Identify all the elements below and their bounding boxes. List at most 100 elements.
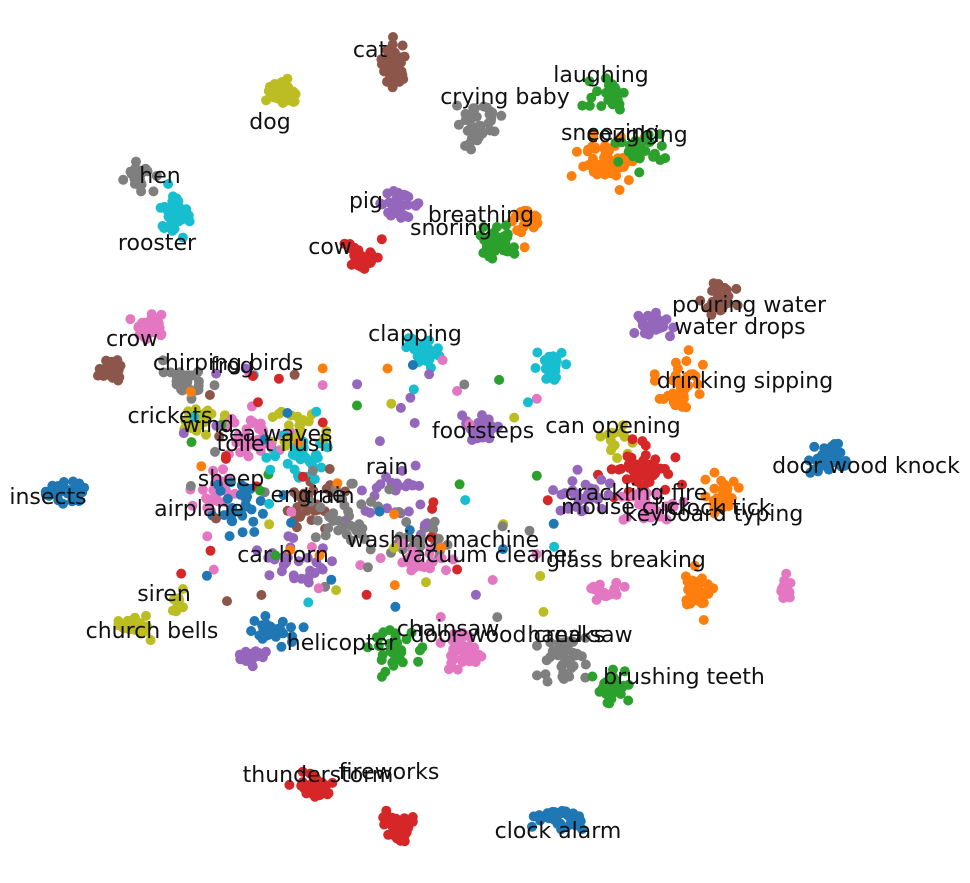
scatter-point bbox=[265, 464, 276, 475]
scatter-point bbox=[270, 451, 281, 462]
scatter-point bbox=[349, 522, 360, 533]
scatter-point bbox=[341, 529, 352, 540]
scatter-point bbox=[374, 436, 385, 447]
scatter-point bbox=[689, 560, 700, 571]
scatter-point bbox=[654, 129, 665, 140]
scatter-point bbox=[246, 626, 257, 636]
scatter-point bbox=[649, 369, 660, 380]
scatter-point bbox=[640, 450, 651, 461]
scatter-point bbox=[549, 541, 560, 552]
scatter-point bbox=[317, 363, 328, 374]
scatter-point bbox=[535, 815, 546, 826]
scatter-point bbox=[303, 416, 314, 427]
scatter-point bbox=[709, 467, 720, 478]
cluster-label: chirping birds bbox=[153, 351, 303, 376]
scatter-point bbox=[255, 485, 266, 496]
scatter-point bbox=[548, 518, 559, 529]
scatter-point bbox=[222, 493, 233, 504]
scatter-point bbox=[395, 402, 406, 413]
scatter-point bbox=[555, 505, 566, 516]
scatter-point bbox=[484, 251, 495, 262]
scatter-point bbox=[249, 527, 260, 537]
scatter-point bbox=[187, 500, 198, 511]
scatter-point bbox=[567, 476, 578, 487]
scatter-point bbox=[485, 420, 496, 431]
scatter-point bbox=[313, 583, 324, 594]
cluster-label: crickets bbox=[128, 404, 213, 429]
scatter-point bbox=[293, 556, 304, 567]
scatter-point bbox=[599, 141, 610, 152]
scatter-point bbox=[651, 489, 662, 500]
scatter-point bbox=[640, 146, 651, 156]
scatter-point bbox=[397, 657, 408, 668]
scatter-point bbox=[475, 120, 486, 131]
scatter-point bbox=[316, 462, 327, 473]
scatter-point bbox=[595, 431, 606, 442]
scatter-point bbox=[785, 578, 796, 588]
cluster-label: cat bbox=[353, 38, 388, 63]
scatter-point bbox=[527, 821, 537, 832]
scatter-point bbox=[424, 354, 435, 365]
scatter-point bbox=[623, 175, 634, 186]
scatter-point bbox=[204, 494, 215, 505]
scatter-point bbox=[655, 463, 666, 474]
scatter-point bbox=[549, 807, 560, 818]
scatter-point bbox=[148, 186, 159, 197]
cluster-label: snoring bbox=[410, 216, 492, 241]
scatter-point bbox=[389, 542, 400, 553]
scatter-point bbox=[398, 189, 409, 200]
scatter-point bbox=[550, 361, 561, 371]
scatter-point bbox=[252, 651, 263, 662]
scatter-point bbox=[651, 307, 661, 318]
scatter-point bbox=[409, 550, 420, 561]
scatter-point bbox=[607, 427, 618, 438]
scatter-point bbox=[173, 216, 184, 227]
scatter-point bbox=[71, 481, 82, 492]
scatter-point bbox=[604, 80, 615, 91]
cluster-label: crackling fire bbox=[565, 481, 708, 506]
scatter-point bbox=[282, 433, 293, 444]
cluster-label: coughing bbox=[586, 123, 687, 148]
scatter-point bbox=[264, 498, 275, 509]
scatter-point bbox=[177, 232, 188, 243]
scatter-point bbox=[425, 557, 436, 568]
scatter-point bbox=[292, 411, 303, 422]
scatter-point bbox=[225, 477, 236, 488]
cluster-label: clapping bbox=[368, 322, 462, 347]
scatter-point bbox=[446, 658, 457, 668]
scatter-point bbox=[318, 433, 329, 444]
scatter-point bbox=[290, 89, 301, 100]
scatter-point bbox=[419, 519, 430, 530]
scatter-point bbox=[201, 429, 211, 440]
scatter-point bbox=[240, 646, 251, 657]
scatter-point bbox=[674, 380, 685, 390]
scatter-point bbox=[260, 611, 271, 621]
scatter-point bbox=[685, 598, 696, 609]
scatter-point bbox=[399, 51, 410, 62]
scatter-point bbox=[205, 545, 216, 556]
scatter-point bbox=[410, 460, 421, 471]
scatter-point bbox=[631, 459, 642, 470]
scatter-point bbox=[487, 575, 498, 585]
scatter-point bbox=[196, 461, 207, 472]
scatter-point bbox=[53, 481, 64, 491]
scatter-point bbox=[375, 553, 386, 564]
scatter-point bbox=[542, 495, 553, 506]
scatter-point bbox=[621, 512, 632, 523]
scatter-point bbox=[358, 257, 369, 268]
scatter-point bbox=[197, 484, 208, 495]
scatter-point bbox=[622, 451, 633, 462]
scatter-point bbox=[697, 359, 708, 370]
scatter-point bbox=[412, 351, 423, 362]
scatter-point bbox=[552, 818, 563, 829]
scatter-point bbox=[453, 119, 464, 130]
scatter-point bbox=[211, 513, 221, 524]
scatter-point bbox=[213, 479, 223, 490]
scatter-point bbox=[317, 564, 328, 575]
scatter-point bbox=[94, 363, 105, 374]
scatter-point bbox=[623, 146, 634, 157]
scatter-point bbox=[378, 812, 389, 823]
scatter-point bbox=[211, 368, 222, 379]
scatter-point bbox=[572, 464, 583, 475]
